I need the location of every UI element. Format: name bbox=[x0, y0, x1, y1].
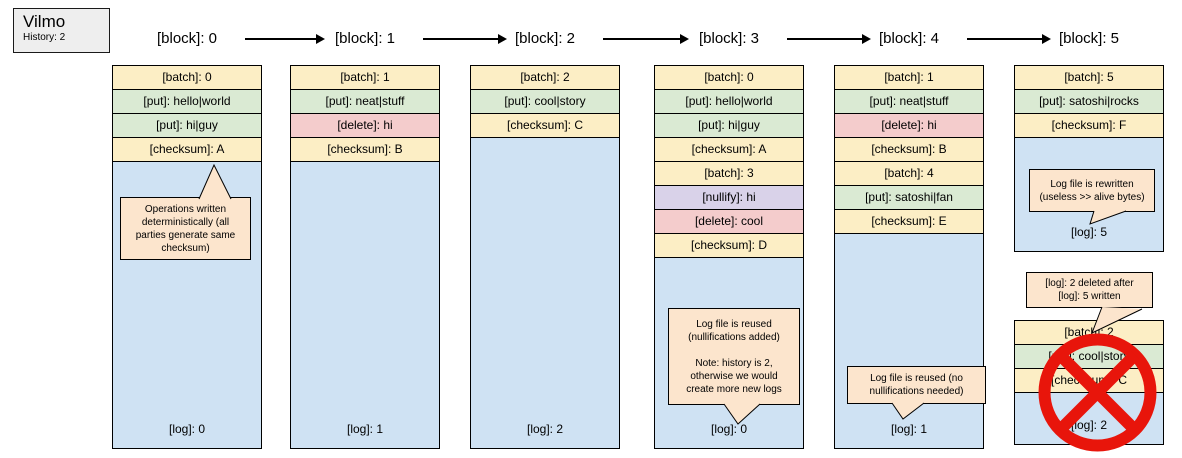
batch-row: [batch]: 0 bbox=[655, 66, 803, 90]
note-log-reused-no-nullifications: Log file is reused (no nullifications ne… bbox=[847, 366, 986, 404]
log-area: [log]: 0 bbox=[113, 162, 261, 448]
note-tail bbox=[1091, 306, 1143, 334]
block-header-4: [block]: 4 bbox=[878, 30, 940, 47]
block-header-2: [block]: 2 bbox=[514, 30, 576, 47]
log-label: [log]: 5 bbox=[1070, 225, 1108, 239]
put-row: [put]: satoshi|fan bbox=[835, 186, 983, 210]
note-log-deleted: [log]: 2 deleted after [log]: 5 written bbox=[1026, 272, 1153, 308]
note-tail bbox=[723, 403, 761, 425]
block-header-0: [block]: 0 bbox=[156, 30, 218, 47]
put-row: [put]: hello|world bbox=[655, 90, 803, 114]
note-log-rewritten: Log file is rewritten (useless >> alive … bbox=[1029, 169, 1155, 212]
checksum-row: [checksum]: B bbox=[835, 138, 983, 162]
delete-row: [delete]: hi bbox=[291, 114, 439, 138]
flow-arrow-icon bbox=[787, 34, 871, 44]
checksum-row: [checksum]: F bbox=[1015, 114, 1163, 138]
batch-row: [batch]: 4 bbox=[835, 162, 983, 186]
log-area: [log]: 1 bbox=[291, 162, 439, 448]
put-row: [put]: hi|guy bbox=[655, 114, 803, 138]
checksum-row: [checksum]: E bbox=[835, 210, 983, 234]
checksum-row: [checksum]: A bbox=[113, 138, 261, 162]
checksum-row: [checksum]: C bbox=[471, 114, 619, 138]
note-tail bbox=[1089, 210, 1127, 225]
batch-row: [batch]: 0 bbox=[113, 66, 261, 90]
log-label: [log]: 1 bbox=[346, 422, 384, 436]
put-row: [put]: neat|stuff bbox=[835, 90, 983, 114]
history-setting: History: 2 bbox=[23, 32, 66, 43]
note-tail bbox=[891, 402, 925, 420]
delete-row: [delete]: hi bbox=[835, 114, 983, 138]
flow-arrow-icon bbox=[423, 34, 507, 44]
note-log-reused-nullifications: Log file is reused (nullifications added… bbox=[668, 308, 800, 405]
log-area: [log]: 5 bbox=[1015, 138, 1163, 251]
legend-box: Vilmo History: 2 bbox=[13, 8, 110, 53]
put-row: [put]: hi|guy bbox=[113, 114, 261, 138]
block-header-5: [block]: 5 bbox=[1058, 30, 1120, 47]
flow-arrow-icon bbox=[967, 34, 1051, 44]
log-area: [log]: 1 bbox=[835, 234, 983, 448]
log-area: [log]: 2 bbox=[1015, 393, 1163, 444]
batch-row: [batch]: 1 bbox=[835, 66, 983, 90]
note-deterministic-operations: Operations written deterministically (al… bbox=[120, 197, 251, 260]
log-label: [log]: 1 bbox=[890, 422, 928, 436]
batch-row: [batch]: 5 bbox=[1015, 66, 1163, 90]
put-row: [put]: neat|stuff bbox=[291, 90, 439, 114]
log-label: [log]: 2 bbox=[1070, 418, 1108, 432]
flow-arrow-icon bbox=[603, 34, 689, 44]
put-row: [put]: hello|world bbox=[113, 90, 261, 114]
block-column-5: [batch]: 5 [put]: satoshi|rocks [checksu… bbox=[1014, 65, 1164, 252]
log-area: [log]: 0 bbox=[655, 258, 803, 448]
block-header-3: [block]: 3 bbox=[698, 30, 760, 47]
flow-arrow-icon bbox=[245, 34, 325, 44]
batch-row: [batch]: 3 bbox=[655, 162, 803, 186]
delete-row: [delete]: cool bbox=[655, 210, 803, 234]
batch-row: [batch]: 1 bbox=[291, 66, 439, 90]
log-label: [log]: 0 bbox=[168, 422, 206, 436]
no-symbol-icon bbox=[1038, 333, 1157, 452]
log-label: [log]: 2 bbox=[526, 422, 564, 436]
checksum-row: [checksum]: B bbox=[291, 138, 439, 162]
put-row: [put]: satoshi|rocks bbox=[1015, 90, 1163, 114]
block-column-2: [batch]: 2 [put]: cool|story [checksum]:… bbox=[470, 65, 620, 449]
checksum-row: [checksum]: D bbox=[655, 234, 803, 258]
put-row: [put]: cool|story bbox=[471, 90, 619, 114]
log-label: [log]: 0 bbox=[710, 422, 748, 436]
log-area: [log]: 2 bbox=[471, 138, 619, 448]
checksum-row: [checksum]: A bbox=[655, 138, 803, 162]
note-tail bbox=[198, 164, 232, 200]
app-title: Vilmo bbox=[23, 12, 66, 31]
block-column-1: [batch]: 1 [put]: neat|stuff [delete]: h… bbox=[290, 65, 440, 449]
block-header-1: [block]: 1 bbox=[334, 30, 396, 47]
nullify-row: [nullify]: hi bbox=[655, 186, 803, 210]
batch-row: [batch]: 2 bbox=[471, 66, 619, 90]
